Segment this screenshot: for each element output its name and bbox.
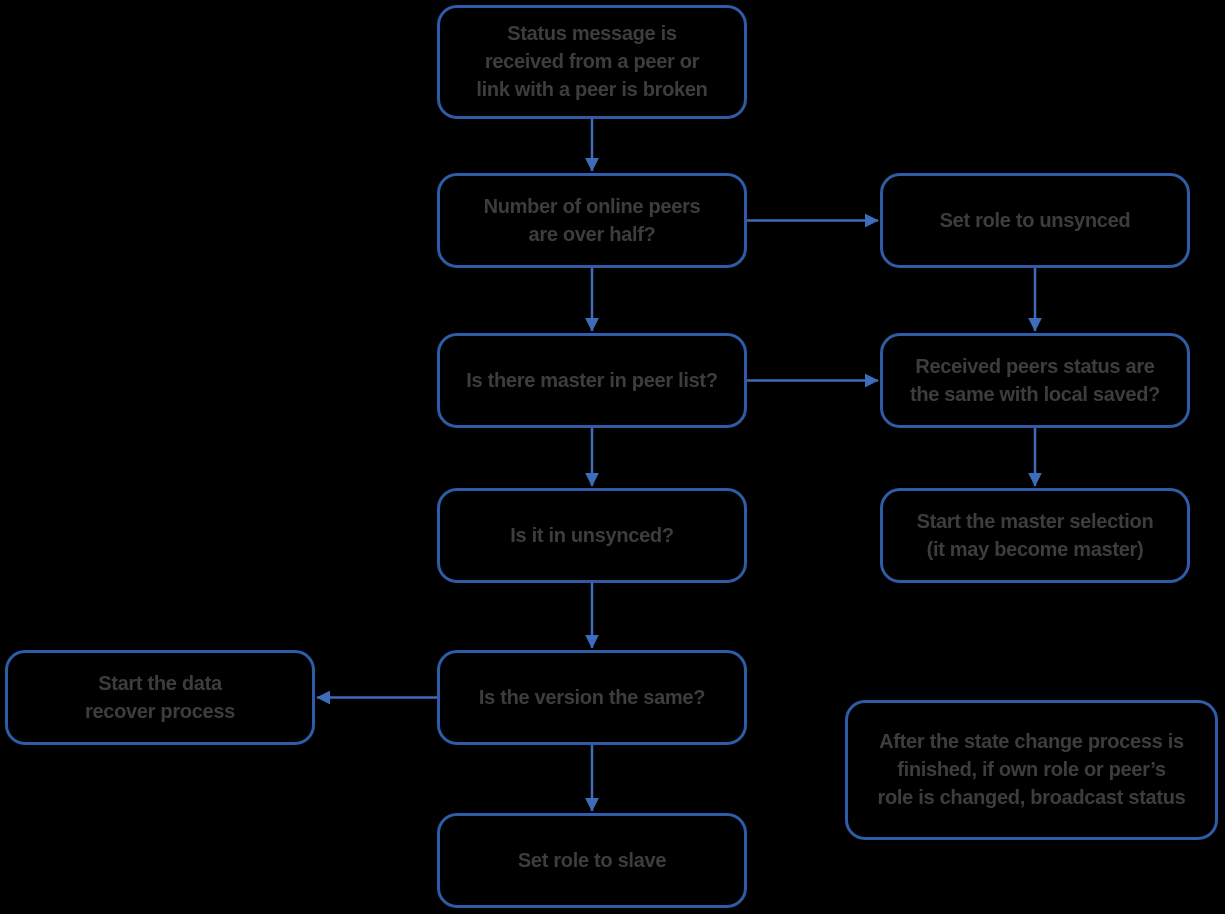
node-set-role-to-slave: Set role to slave bbox=[437, 813, 747, 908]
node-is-version-the-same: Is the version the same? bbox=[437, 650, 747, 745]
node-is-it-in-unsynced: Is it in unsynced? bbox=[437, 488, 747, 583]
node-start-master-selection: Start the master selection (it may becom… bbox=[880, 488, 1190, 583]
node-received-status-same-as-local: Received peers status are the same with … bbox=[880, 333, 1190, 428]
node-label: Start the master selection (it may becom… bbox=[916, 510, 1154, 561]
node-label: Is there master in peer list? bbox=[466, 369, 718, 392]
node-status-message-received: Status message is received from a peer o… bbox=[437, 5, 747, 119]
node-set-role-unsynced: Set role to unsynced bbox=[880, 173, 1190, 268]
node-label: Set role to unsynced bbox=[939, 209, 1131, 232]
node-label: Start the data recover process bbox=[84, 672, 236, 723]
node-label: Set role to slave bbox=[517, 849, 667, 872]
node-label: Number of online peers are over half? bbox=[483, 195, 701, 246]
node-broadcast-status-note: After the state change process is finish… bbox=[845, 700, 1218, 840]
node-online-peers-over-half: Number of online peers are over half? bbox=[437, 173, 747, 268]
node-label: Is it in unsynced? bbox=[510, 524, 674, 547]
node-master-in-peer-list: Is there master in peer list? bbox=[437, 333, 747, 428]
node-label: Is the version the same? bbox=[478, 686, 706, 709]
node-label: Status message is received from a peer o… bbox=[476, 23, 708, 101]
node-label: After the state change process is finish… bbox=[877, 731, 1186, 809]
node-label: Received peers status are the same with … bbox=[909, 355, 1161, 406]
node-start-data-recover-process: Start the data recover process bbox=[5, 650, 315, 745]
